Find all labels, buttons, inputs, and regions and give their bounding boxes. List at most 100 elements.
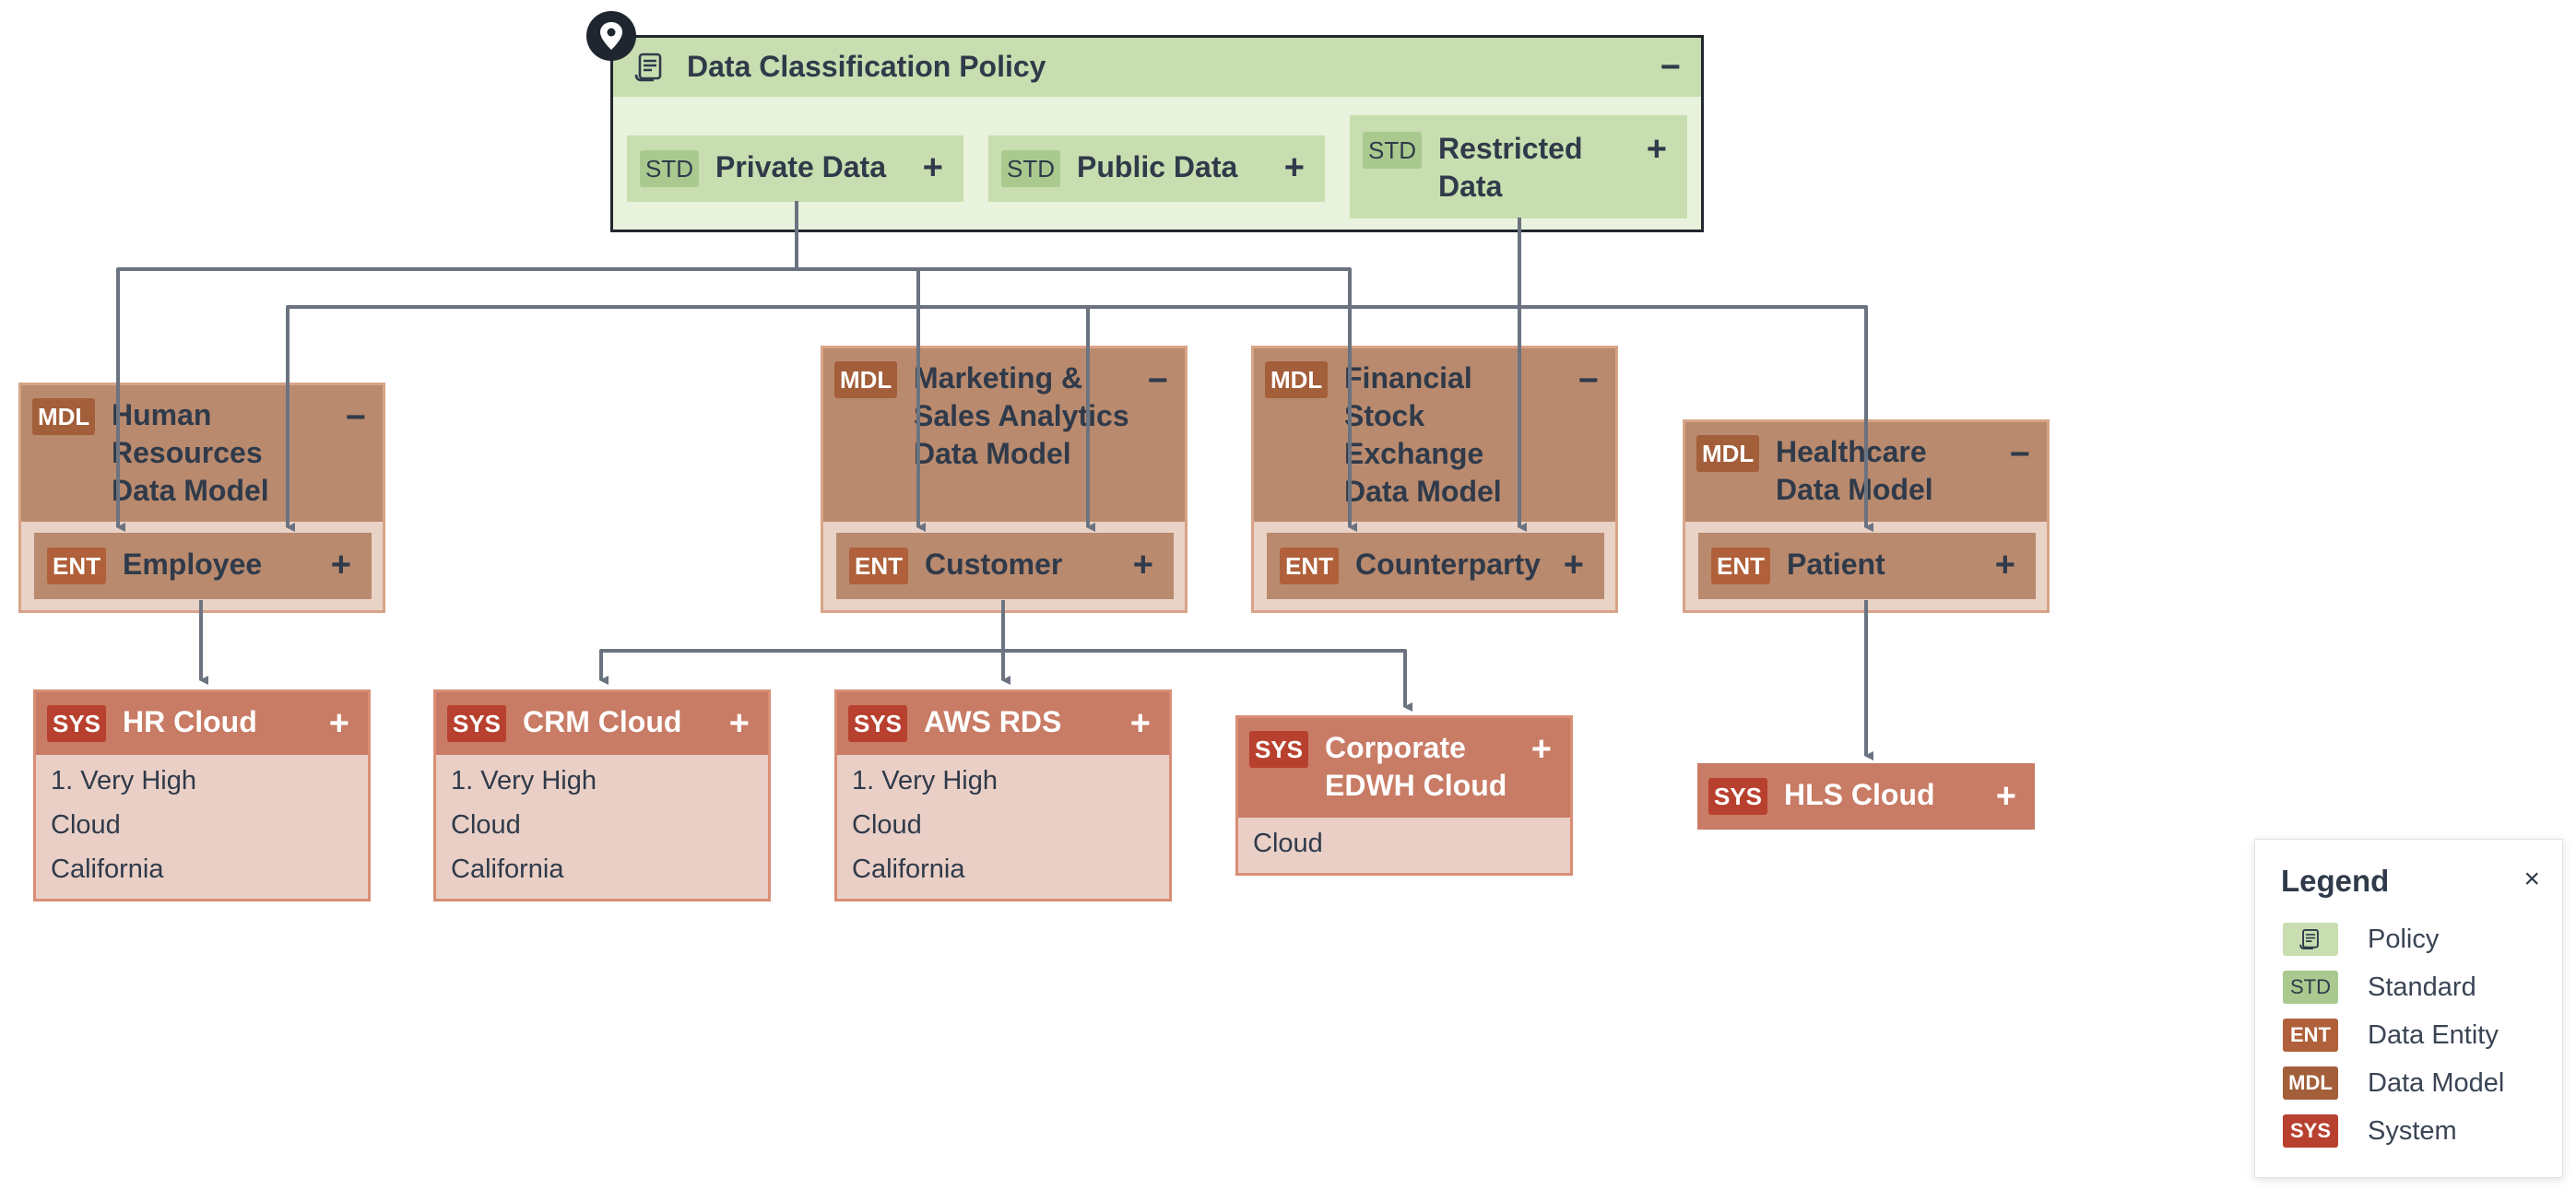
model-title: Financial Stock Exchange Data Model xyxy=(1344,361,1502,508)
model-collapse-toggle[interactable]: − xyxy=(345,398,366,437)
system-expand-toggle[interactable]: + xyxy=(728,704,750,743)
standard-restricted-data[interactable]: STD Restricted Data + xyxy=(1350,115,1687,218)
standard-expand-toggle[interactable]: + xyxy=(1646,130,1667,169)
model-collapse-toggle[interactable]: − xyxy=(1578,361,1599,400)
model-title: Marketing & Sales Analytics Data Model xyxy=(914,361,1129,470)
model-badge: MDL xyxy=(834,361,898,398)
system-expand-toggle[interactable]: + xyxy=(1995,777,2016,816)
standard-title: Restricted Data xyxy=(1438,132,1583,203)
entity-expand-toggle[interactable]: + xyxy=(1563,546,1584,584)
system-title: Corporate EDWH Cloud xyxy=(1325,731,1507,802)
system-crm-cloud[interactable]: SYS CRM Cloud + 1. Very High Cloud Calif… xyxy=(433,689,771,901)
system-expand-toggle[interactable]: + xyxy=(1530,730,1552,769)
standard-expand-toggle[interactable]: + xyxy=(922,148,943,187)
system-header: SYS CRM Cloud + xyxy=(436,692,768,755)
model-badge: MDL xyxy=(1265,361,1329,398)
system-badge: SYS xyxy=(848,705,908,742)
entity-title: Employee xyxy=(123,548,263,581)
entity-customer[interactable]: ENT Customer + xyxy=(836,533,1174,599)
legend-label: Data Entity xyxy=(2368,1019,2499,1050)
standard-badge: STD xyxy=(640,150,699,187)
standard-private-data[interactable]: STD Private Data + xyxy=(627,135,963,202)
entity-badge: ENT xyxy=(849,548,908,584)
model-badge: MDL xyxy=(32,398,96,435)
system-hr-cloud[interactable]: SYS HR Cloud + 1. Very High Cloud Califo… xyxy=(33,689,371,901)
system-header: SYS HR Cloud + xyxy=(36,692,368,755)
entity-badge: ENT xyxy=(47,548,106,584)
legend-label: Standard xyxy=(2368,972,2476,1002)
policy-scroll-icon xyxy=(2283,923,2338,956)
standard-badge: STD xyxy=(1001,150,1060,187)
system-header: SYS Corporate EDWH Cloud + xyxy=(1238,718,1570,818)
system-title: AWS RDS xyxy=(924,705,1062,738)
model-header: MDL Healthcare Data Model − xyxy=(1685,422,2047,522)
model-collapse-toggle[interactable]: − xyxy=(2009,435,2030,474)
policy-collapse-toggle[interactable]: − xyxy=(1660,48,1681,87)
policy-scroll-icon xyxy=(633,51,667,84)
legend-title: Legend xyxy=(2281,864,2390,898)
model-healthcare[interactable]: MDL Healthcare Data Model − ENT Patient … xyxy=(1683,419,2050,613)
entity-badge: ENT xyxy=(1711,548,1770,584)
system-aws-rds[interactable]: SYS AWS RDS + 1. Very High Cloud Califor… xyxy=(834,689,1172,901)
location-pin-icon[interactable] xyxy=(586,11,636,61)
system-title: HLS Cloud xyxy=(1784,778,1935,811)
legend-label: Policy xyxy=(2368,924,2440,954)
model-header: MDL Financial Stock Exchange Data Model … xyxy=(1254,348,1615,522)
system-header: SYS AWS RDS + xyxy=(837,692,1169,755)
system-attr-hosting: Cloud xyxy=(852,810,922,840)
standard-expand-toggle[interactable]: + xyxy=(1283,148,1305,187)
system-header: SYS HLS Cloud + xyxy=(1697,763,2035,830)
entity-title: Customer xyxy=(925,548,1063,581)
model-title: Healthcare Data Model xyxy=(1776,435,1933,506)
entity-title: Counterparty xyxy=(1355,548,1541,581)
legend-close-button[interactable]: × xyxy=(2523,864,2540,894)
system-expand-toggle[interactable]: + xyxy=(1129,704,1151,743)
system-expand-toggle[interactable]: + xyxy=(328,704,349,743)
model-human-resources[interactable]: MDL Human Resources Data Model − ENT Emp… xyxy=(18,383,385,613)
legend-badge: MDL xyxy=(2283,1066,2338,1100)
entity-employee[interactable]: ENT Employee + xyxy=(34,533,372,599)
entity-expand-toggle[interactable]: + xyxy=(1994,546,2015,584)
system-attr-location: California xyxy=(51,854,164,884)
system-attr-location: California xyxy=(451,854,564,884)
model-title: Human Resources Data Model xyxy=(112,398,269,507)
system-attr-classification: 1. Very High xyxy=(852,766,998,795)
system-attr-location: California xyxy=(852,854,965,884)
policy-node[interactable]: Data Classification Policy − STD Private… xyxy=(610,35,1704,232)
system-badge: SYS xyxy=(47,705,107,742)
standard-public-data[interactable]: STD Public Data + xyxy=(988,135,1325,202)
standard-badge: STD xyxy=(1363,132,1422,169)
legend-item-data-entity: ENT Data Entity xyxy=(2283,1019,2499,1052)
system-badge: SYS xyxy=(447,705,507,742)
policy-title: Data Classification Policy xyxy=(687,50,1046,83)
legend-item-policy: Policy xyxy=(2283,923,2439,956)
legend-label: System xyxy=(2368,1115,2457,1146)
entity-expand-toggle[interactable]: + xyxy=(1132,546,1153,584)
system-title: CRM Cloud xyxy=(523,705,682,738)
standard-title: Public Data xyxy=(1077,150,1238,183)
system-hls-cloud[interactable]: SYS HLS Cloud + xyxy=(1697,763,2035,830)
legend-badge: SYS xyxy=(2283,1114,2338,1148)
entity-expand-toggle[interactable]: + xyxy=(330,546,351,584)
model-collapse-toggle[interactable]: − xyxy=(1147,361,1168,400)
model-marketing-sales[interactable]: MDL Marketing & Sales Analytics Data Mod… xyxy=(821,346,1188,613)
system-title: HR Cloud xyxy=(123,705,257,738)
model-header: MDL Human Resources Data Model − xyxy=(21,385,383,522)
legend-item-system: SYS System xyxy=(2283,1114,2457,1148)
entity-counterparty[interactable]: ENT Counterparty + xyxy=(1267,533,1604,599)
system-corporate-edwh-cloud[interactable]: SYS Corporate EDWH Cloud + Cloud xyxy=(1235,715,1573,876)
model-financial-stock-exchange[interactable]: MDL Financial Stock Exchange Data Model … xyxy=(1251,346,1618,613)
legend-panel: Legend × Policy STD Standard ENT Data En… xyxy=(2254,839,2563,1178)
system-attr-classification: 1. Very High xyxy=(451,766,597,795)
entity-patient[interactable]: ENT Patient + xyxy=(1698,533,2036,599)
legend-badge: ENT xyxy=(2283,1019,2338,1052)
legend-item-data-model: MDL Data Model xyxy=(2283,1066,2504,1100)
system-badge: SYS xyxy=(1708,778,1768,815)
model-badge: MDL xyxy=(1696,435,1760,472)
standard-title: Private Data xyxy=(715,150,886,183)
legend-item-standard: STD Standard xyxy=(2283,971,2476,1004)
entity-title: Patient xyxy=(1787,548,1885,581)
model-header: MDL Marketing & Sales Analytics Data Mod… xyxy=(823,348,1185,522)
legend-badge: STD xyxy=(2283,971,2338,1004)
system-badge: SYS xyxy=(1249,731,1309,768)
